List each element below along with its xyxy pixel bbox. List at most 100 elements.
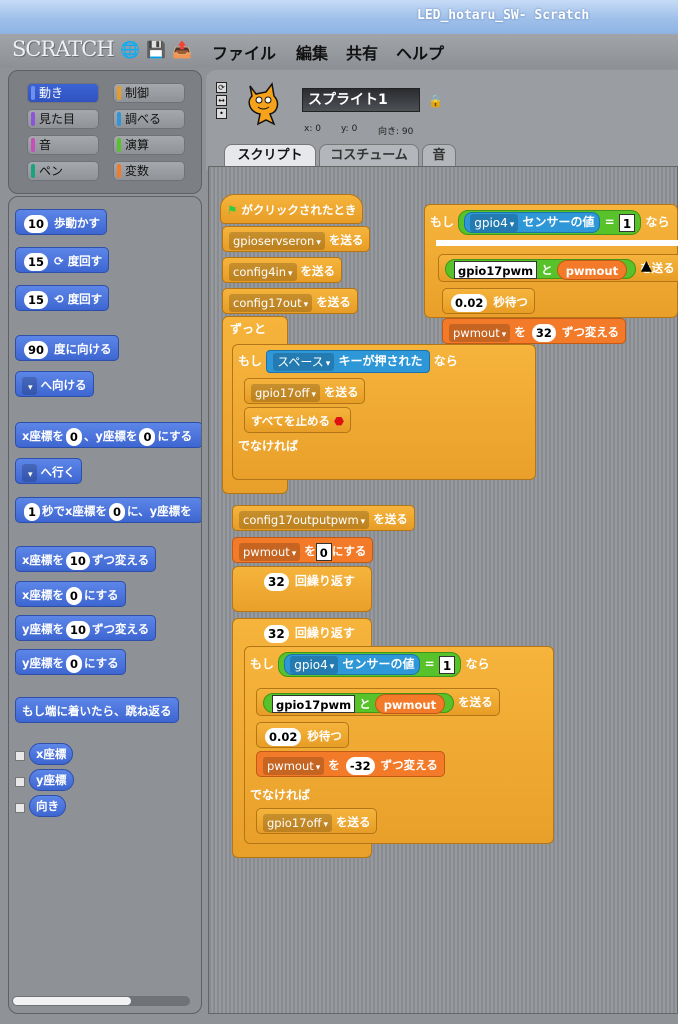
block-broadcast-join[interactable]: gpio17pwm と pwmout を送る (256, 688, 500, 716)
sprite-name-field[interactable]: スプライト1 (302, 88, 420, 112)
menu-share[interactable]: 共有 (346, 44, 379, 63)
key-pressed-condition[interactable]: スペース キーが押された (266, 350, 430, 373)
window-title: LED_hotaru_SW- Scratch (417, 8, 590, 23)
repeat-2-header: 32 回繰り返す (262, 624, 355, 643)
block-broadcast-2[interactable]: config4in を送る (222, 257, 343, 283)
sensor-value-reporter[interactable]: gpio4 センサーの値 (284, 654, 421, 675)
checkbox-x-position[interactable] (15, 751, 25, 761)
green-flag-icon: ⚑ (227, 203, 238, 217)
category-color-swatch (31, 112, 35, 126)
sprite-x-readout: x: 0 (304, 124, 321, 134)
lock-icon[interactable]: 🔒 (428, 94, 443, 108)
category-panel: 動き 制御 見た目 調べる 音 演算 ペン 変数 (8, 70, 202, 194)
block-bounce[interactable]: もし端に着いたら、跳ね返る (15, 697, 179, 723)
target-dropdown[interactable] (22, 463, 37, 482)
category-color-swatch (31, 164, 35, 178)
block-broadcast-5[interactable]: config17outputpwm を送る (232, 505, 415, 531)
category-color-swatch (31, 86, 35, 100)
tab-sounds[interactable]: 音 (422, 144, 456, 166)
sprite-thumbnail-cat-icon[interactable] (240, 80, 286, 128)
block-change-variable-neg[interactable]: pwmout を -32 ずつ変える (256, 751, 445, 777)
palette-scrollbar[interactable] (12, 996, 190, 1006)
target-dropdown[interactable] (22, 376, 37, 395)
scrollbar-thumb[interactable] (13, 997, 131, 1005)
category-color-swatch (31, 138, 35, 152)
globe-icon[interactable]: 🌐 (120, 40, 140, 59)
block-broadcast-1[interactable]: gpioservseron を送る (222, 226, 371, 252)
block-change-variable-pos[interactable]: pwmout を 32 ずつ変える (442, 318, 626, 344)
hat-block-green-flag[interactable]: ⚑ がクリックされたとき (220, 194, 364, 224)
menu-file[interactable]: ファイル (212, 44, 277, 63)
repeat-1-header: 32 回繰り返す (262, 572, 355, 591)
repeat-block-1[interactable] (232, 566, 372, 612)
equals-operator-right[interactable]: gpio4 センサーの値 = 1 (458, 210, 642, 235)
block-broadcast-join-drag[interactable]: gpio17pwm と pwmout を送る (438, 254, 678, 282)
reporter-x-position[interactable]: x座標 (29, 743, 74, 765)
sprite-direction-readout: 向き: 90 (378, 127, 414, 137)
reporter-y-position[interactable]: y座標 (29, 769, 74, 791)
block-broadcast-4[interactable]: gpio17off を送る (244, 378, 366, 404)
block-wait[interactable]: 0.02 秒待つ (256, 722, 349, 748)
checkbox-direction[interactable] (15, 803, 25, 813)
category-operators[interactable]: 演算 (113, 135, 185, 155)
category-sound[interactable]: 音 (27, 135, 99, 155)
block-point-direction[interactable]: 90 度に向ける (15, 335, 119, 361)
category-sensing[interactable]: 調べる (113, 109, 185, 129)
block-move-steps[interactable]: 10 歩動かす (15, 209, 108, 235)
block-broadcast-3[interactable]: config17out を送る (222, 288, 358, 314)
join-operator[interactable]: gpio17pwm と pwmout (263, 692, 455, 714)
sensor-value-reporter-right[interactable]: gpio4 センサーの値 (464, 212, 601, 233)
category-motion[interactable]: 動き (27, 83, 99, 103)
category-color-swatch (117, 112, 121, 126)
category-looks[interactable]: 見た目 (27, 109, 99, 129)
no-rotate-icon[interactable]: • (216, 108, 227, 119)
reporter-pwmout[interactable]: pwmout (374, 694, 446, 714)
checkbox-y-position[interactable] (15, 777, 25, 787)
category-variables[interactable]: 変数 (113, 161, 185, 181)
else-label-2: でなければ (250, 788, 311, 802)
if-else-header: もし スペース キーが押された なら (238, 350, 458, 373)
block-broadcast-6[interactable]: gpio17off を送る (256, 808, 378, 834)
category-control[interactable]: 制御 (113, 83, 185, 103)
rotate-full-icon[interactable]: ⟳ (216, 82, 227, 93)
menu-edit[interactable]: 編集 (296, 44, 329, 63)
category-color-swatch (117, 86, 121, 100)
share-icon[interactable]: 📤 (172, 40, 192, 59)
category-color-swatch (117, 138, 121, 152)
tab-costumes[interactable]: コスチューム (319, 144, 419, 166)
block-point-towards[interactable]: へ向ける (15, 371, 94, 397)
sensor-if-header: もし gpio4 センサーの値 = 1 なら (250, 652, 489, 677)
save-icon[interactable]: 💾 (146, 40, 166, 59)
block-stop-all[interactable]: すべてを止める ⬣ (244, 407, 352, 433)
forever-label: ずっと (230, 322, 267, 336)
tab-scripts[interactable]: スクリプト (224, 144, 316, 166)
rotation-style-buttons[interactable]: ⟳ ↔ • (216, 82, 228, 122)
category-color-swatch (117, 164, 121, 178)
category-pen[interactable]: ペン (27, 161, 99, 181)
menu-help[interactable]: ヘルプ (396, 44, 445, 63)
reporter-direction[interactable]: 向き (29, 795, 66, 817)
menu-bar: SCRATCH 🌐 💾 📤 ファイル 編集 共有 ヘルプ (0, 34, 678, 68)
drop-insert-indicator (436, 240, 678, 246)
reporter-pwmout-drag[interactable]: pwmout (556, 260, 628, 280)
rotate-ccw-icon: ⟲ (54, 292, 64, 306)
stop-sign-icon: ⬣ (334, 414, 345, 428)
else-label: でなければ (238, 439, 299, 453)
block-turn-left[interactable]: 15 ⟲ 度回す (15, 285, 110, 311)
block-turn-right[interactable]: 15 ⟳ 度回す (15, 247, 110, 273)
flip-lr-icon[interactable]: ↔ (216, 95, 227, 106)
mouse-cursor-icon: ▲ (641, 258, 652, 274)
join-operator-drag[interactable]: gpio17pwm と pwmout (445, 258, 637, 280)
rotate-cw-icon: ⟳ (54, 254, 64, 268)
block-goto[interactable]: へ行く (15, 458, 83, 484)
block-palette: 10 歩動かす 15 ⟳ 度回す 15 ⟲ 度回す 90 度に向ける へ向ける … (8, 196, 202, 1014)
equals-operator[interactable]: gpio4 センサーの値 = 1 (278, 652, 462, 677)
block-wait-right[interactable]: 0.02 秒待つ (442, 288, 535, 314)
